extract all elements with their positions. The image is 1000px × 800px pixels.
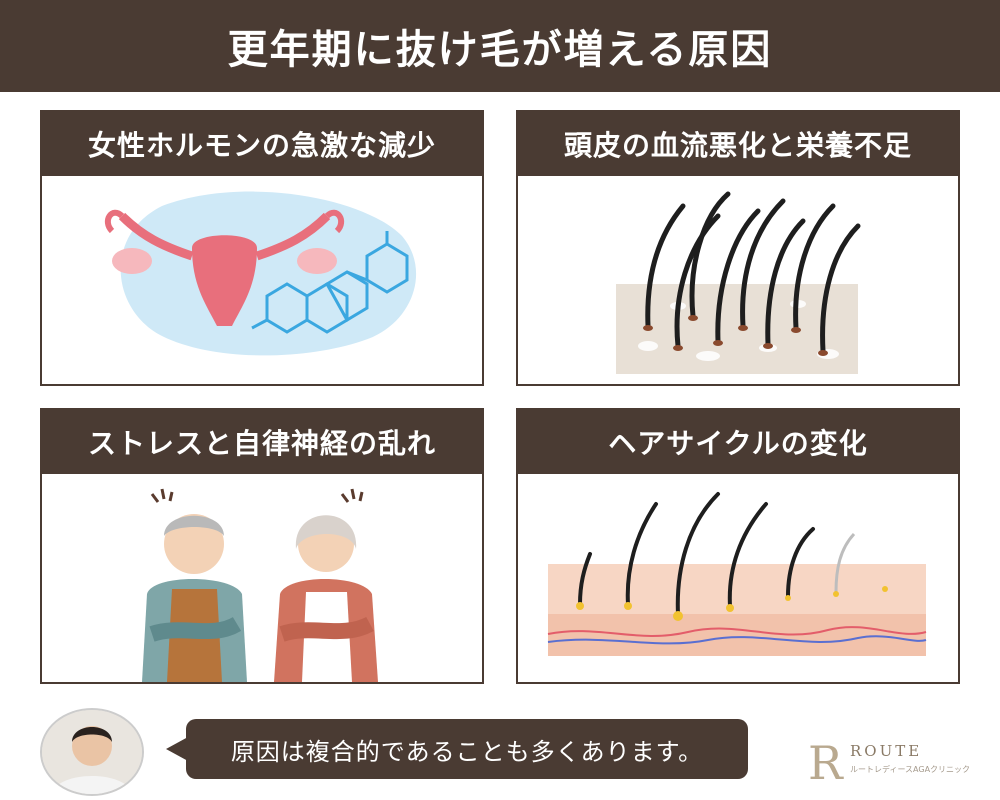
cause-card-hair-cycle: ヘアサイクルの変化 <box>516 408 960 684</box>
card-heading: 女性ホルモンの急激な減少 <box>42 112 482 176</box>
card-heading: ヘアサイクルの変化 <box>518 410 958 474</box>
hair-cycle-illustration <box>547 492 927 656</box>
logo-mark: R <box>808 736 843 790</box>
page-title: 更年期に抜け毛が増える原因 <box>0 0 1000 92</box>
speech-bubble-tail <box>166 737 188 761</box>
logo-name: ROUTE <box>850 742 923 760</box>
uterus-hormone-illustration <box>104 191 417 356</box>
stressed-couple-illustration <box>142 488 378 682</box>
hair-scalp-illustration <box>616 191 861 374</box>
cause-card-blood-flow: 頭皮の血流悪化と栄養不足 <box>516 110 960 386</box>
route-logo: R ROUTE ルートレディースAGAクリニック <box>808 736 978 790</box>
speech-bubble: 原因は複合的であることも多くあります。 <box>186 719 748 779</box>
logo-tagline: ルートレディースAGAクリニック <box>850 765 971 774</box>
card-heading: 頭皮の血流悪化と栄養不足 <box>518 112 958 176</box>
card-heading: ストレスと自律神経の乱れ <box>42 410 482 474</box>
doctor-avatar <box>40 708 144 796</box>
cause-card-hormone: 女性ホルモンの急激な減少 <box>40 110 484 386</box>
cause-card-stress: ストレスと自律神経の乱れ <box>40 408 484 684</box>
